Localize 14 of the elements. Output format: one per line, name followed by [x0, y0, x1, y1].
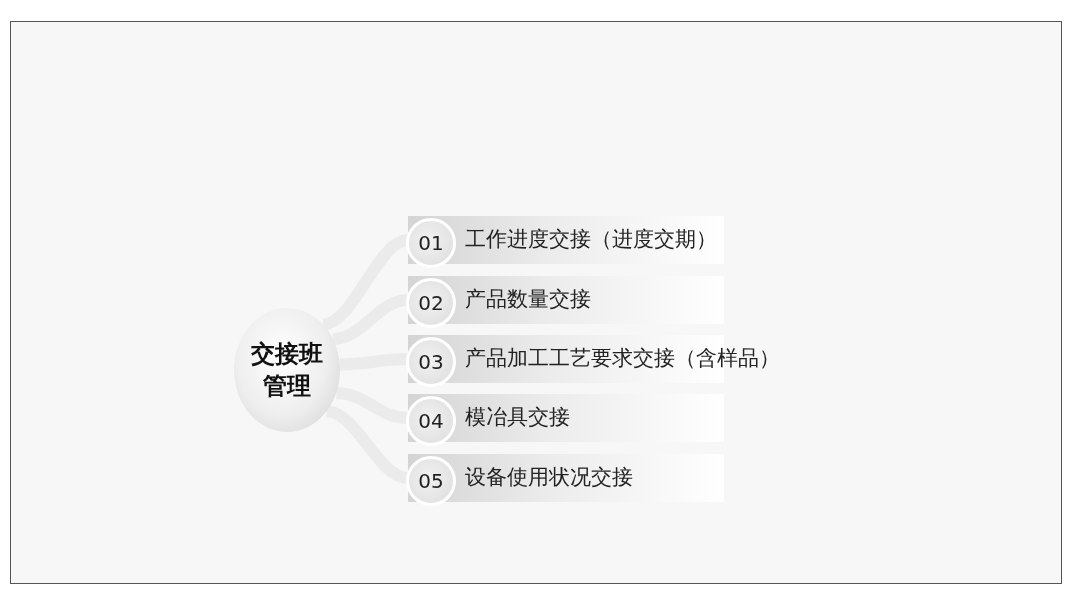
connector-band: [332, 294, 409, 345]
item-label: 模冶具交接: [465, 404, 570, 431]
number-circle: 01: [406, 218, 456, 268]
connector-band: [339, 353, 409, 371]
connector-band: [335, 386, 409, 424]
topic-label: 交接班管理: [250, 339, 324, 402]
item-label: 工作进度交接（进度交期）: [465, 226, 717, 253]
item-label: 设备使用状况交接: [465, 464, 633, 491]
number-circle: 04: [406, 396, 456, 446]
number-circle: 02: [406, 278, 456, 328]
number-circle: 03: [406, 337, 456, 387]
item-label: 产品加工工艺要求交接（含样品）: [465, 345, 780, 372]
number-circle: 05: [406, 456, 456, 506]
item-label: 产品数量交接: [465, 286, 591, 313]
